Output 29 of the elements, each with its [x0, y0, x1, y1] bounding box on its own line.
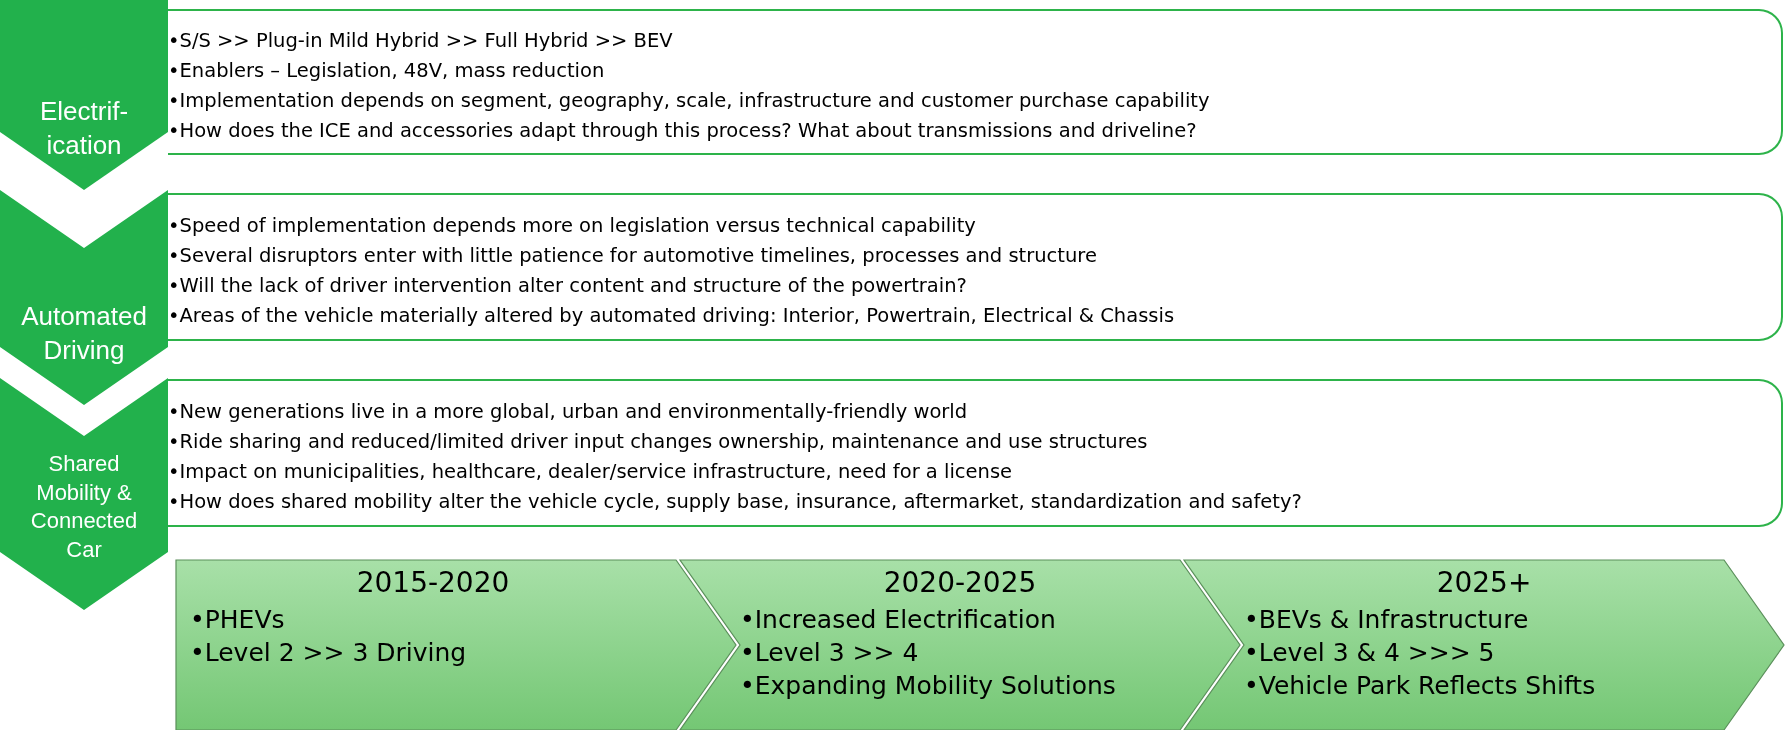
bullet-point: •PHEVs — [190, 604, 285, 636]
bullet-point: •Enablers – Legislation, 48V, mass reduction — [168, 58, 605, 84]
bullet-point: •Several disruptors enter with little patience for automotive timelines, processes and structure — [168, 243, 1097, 269]
text-panel — [168, 379, 1783, 527]
bullet-point: •Impact on municipalities, healthcare, dealer/service infrastructure, need for a license — [168, 459, 1013, 485]
bullet-point: •Level 3 & 4 >>> 5 — [1244, 637, 1495, 669]
bullet-point: •Speed of implementation depends more on legislation versus technical capability — [168, 213, 976, 239]
bullet-point: •Level 2 >> 3 Driving — [190, 637, 467, 669]
bullet-point: •Increased Electrification — [740, 604, 1056, 636]
text-panel — [168, 9, 1783, 155]
text-panel — [168, 193, 1783, 341]
bullet-point: •Expanding Mobility Solutions — [740, 670, 1116, 702]
stage-label: Automated Driving — [20, 300, 148, 367]
period-heading: 2020-2025 — [883, 566, 1037, 599]
bullet-point: •Ride sharing and reduced/limited driver input changes ownership, maintenance and use structures — [168, 429, 1148, 455]
bullet-point: •Will the lack of driver intervention alter content and structure of the powertrain? — [168, 273, 967, 299]
bullet-point: •How does shared mobility alter the vehicle cycle, supply base, insurance, aftermarket, standardization and safety? — [168, 489, 1302, 515]
bullet-point: •New generations live in a more global, urban and environmentally-friendly world — [168, 399, 968, 425]
bullet-point: •How does the ICE and accessories adapt through this process? What about transmissions and driveline? — [168, 118, 1197, 144]
bullet-point: •Vehicle Park Reflects Shifts — [1244, 670, 1596, 702]
period-heading: 2025+ — [1436, 566, 1532, 599]
period-heading: 2015-2020 — [356, 566, 510, 599]
bullet-point: •S/S >> Plug-in Mild Hybrid >> Full Hybrid >> BEV — [168, 28, 673, 54]
bullet-point: •Implementation depends on segment, geography, scale, infrastructure and customer purchase capability — [168, 88, 1210, 114]
bullet-point: •BEVs & Infrastructure — [1244, 604, 1529, 636]
bullet-point: •Level 3 >> 4 — [740, 637, 919, 669]
stage-label: Shared Mobility & Connected Car — [29, 450, 139, 564]
bullet-point: •Areas of the vehicle materially altered by automated driving: Interior, Powertrain, Electrical & Chassis — [168, 303, 1175, 329]
stage-label: Electrif-ication — [38, 95, 130, 162]
